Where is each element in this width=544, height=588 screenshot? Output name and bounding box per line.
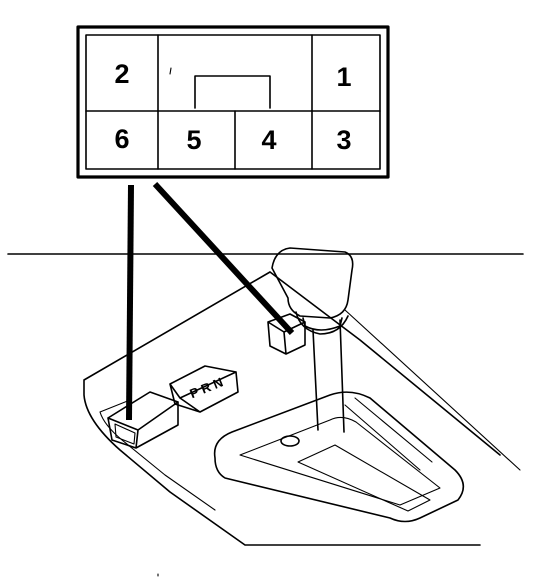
- console-side: [344, 309, 521, 471]
- gate-rail: [344, 397, 433, 471]
- gate-detent: [280, 435, 300, 447]
- pin-label: 3: [336, 125, 351, 155]
- shift-gate-outer: [213, 391, 465, 523]
- console-body: [83, 271, 501, 546]
- tab-mark: [169, 67, 172, 75]
- indicator-block-face: [114, 423, 136, 445]
- connector-inner-frame: [85, 34, 381, 170]
- pin-label: 6: [114, 124, 129, 154]
- console-illustration: P R N: [83, 247, 521, 546]
- connector-face: 2 1 6 5 4 3: [76, 25, 390, 179]
- shift-gate-inner: [239, 416, 441, 506]
- position-plate: [169, 365, 239, 413]
- connector-outline: [76, 25, 390, 179]
- indicator-block: [107, 391, 179, 449]
- locking-tab: [194, 75, 271, 109]
- leader-pin5-to-switch: [152, 181, 295, 336]
- shift-lever: [312, 319, 345, 433]
- pin-label: 1: [336, 62, 351, 92]
- position-plate-label: P R N: [188, 374, 226, 401]
- pin-label: 4: [261, 125, 276, 155]
- shift-slot: [297, 444, 431, 512]
- leader-pin6-to-indicator: [126, 184, 134, 421]
- shift-knob-body: [271, 247, 354, 319]
- pin-label: 2: [114, 59, 129, 89]
- pin-label: 5: [186, 125, 201, 155]
